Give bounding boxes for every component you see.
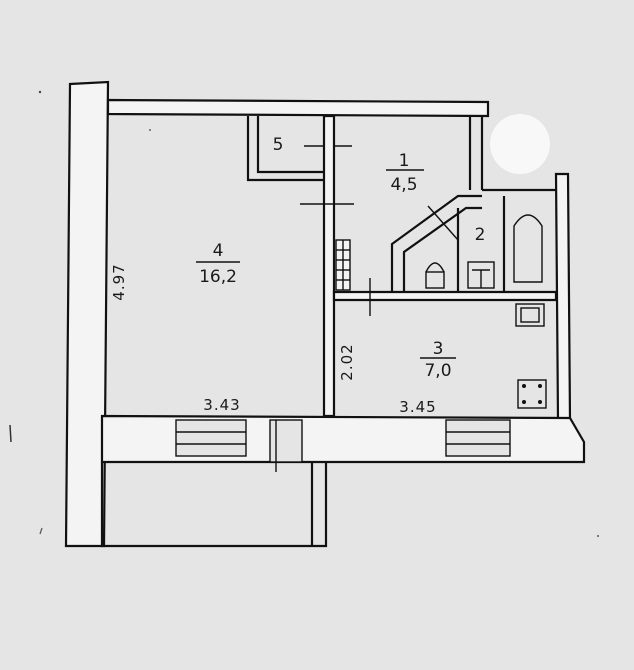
balcony-door	[269, 419, 303, 472]
toilet	[425, 262, 445, 289]
bathroom-wall	[456, 196, 506, 292]
bathtub	[513, 214, 543, 283]
pantry-walls	[246, 116, 326, 182]
outer-wall-top-end	[468, 116, 556, 192]
outer-wall-top	[106, 98, 490, 118]
outer-wall-right	[554, 172, 572, 422]
sink	[467, 261, 495, 289]
room-area: 4,5	[390, 175, 417, 195]
partition-wall-center	[322, 114, 336, 418]
dimension-width-left: 3.43	[203, 396, 240, 414]
wall-kitchen-top	[332, 290, 558, 302]
bathroom-door-mark	[427, 205, 459, 241]
paper-speck	[597, 535, 599, 537]
room-label-1: 1 4,5	[386, 151, 424, 195]
room-number-2: 2	[475, 225, 486, 245]
paper-speck	[38, 90, 42, 94]
room-label-3: 3 7,0	[420, 339, 456, 381]
window-right	[445, 419, 511, 457]
dimension-left-height: 4.97	[110, 263, 128, 300]
dimension-width-right: 3.45	[399, 398, 436, 416]
paper-mark	[39, 527, 43, 535]
room-number: 1	[399, 151, 410, 171]
room-label-4: 4 16,2	[196, 241, 240, 287]
dimension-mid-height: 2.02	[338, 343, 356, 380]
vent-shaft	[335, 239, 351, 291]
outer-wall-bottom	[100, 414, 586, 464]
paper-speck	[149, 129, 151, 131]
kitchen-sink	[515, 303, 545, 327]
balcony	[100, 462, 328, 548]
paper-mark	[9, 424, 12, 443]
window-left	[175, 419, 247, 457]
room-number-5: 5	[273, 135, 284, 155]
photo-glare	[490, 114, 550, 174]
stove	[517, 379, 547, 409]
room-number: 4	[213, 241, 224, 261]
room-number: 3	[433, 339, 444, 359]
bathroom-diagonal-wall	[390, 194, 482, 292]
room-area: 16,2	[199, 267, 237, 287]
room-area: 7,0	[424, 361, 451, 381]
